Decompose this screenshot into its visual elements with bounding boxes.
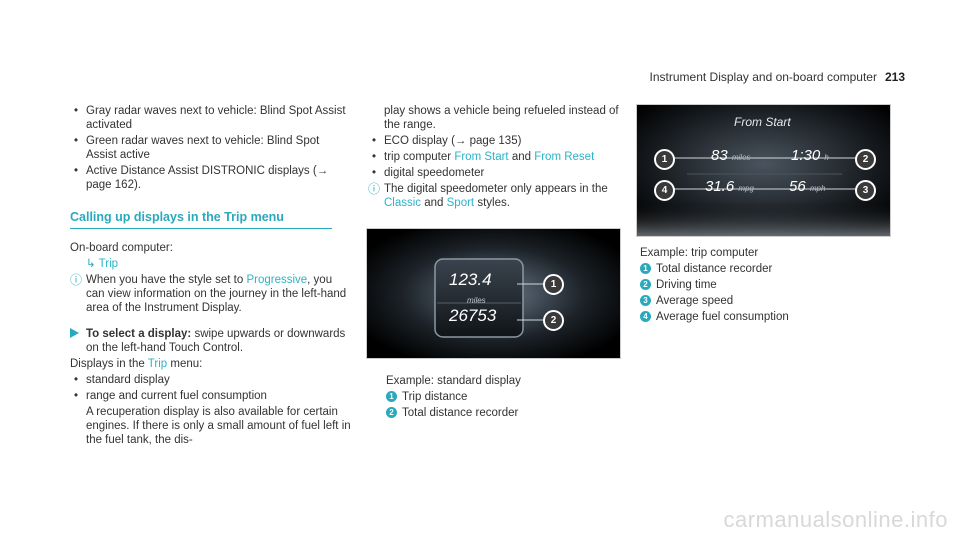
- callout-3: 3: [855, 180, 876, 201]
- legend-number: 3: [640, 295, 651, 306]
- sport-link[interactable]: Sport: [446, 197, 475, 209]
- legend-text: Average speed: [656, 295, 734, 307]
- menu-list: standard display range and current fuel …: [70, 373, 352, 403]
- fuel-number: 31.6: [705, 178, 735, 195]
- speed-number: 56: [789, 178, 806, 195]
- figure-2-caption: Example: trip computer 1 Total distance r…: [640, 246, 890, 324]
- note-text: When you have the style set to: [86, 274, 247, 286]
- trip-link[interactable]: Trip: [147, 358, 168, 370]
- legend-item: 4 Average fuel consumption: [640, 310, 890, 324]
- caption: Example: standard display: [386, 375, 521, 387]
- legend-text: Trip distance: [402, 391, 468, 403]
- text: menu:: [167, 358, 203, 370]
- callout-1: 1: [543, 274, 564, 295]
- page-header: Instrument Display and on-board computer…: [650, 70, 905, 84]
- step: To select a display: swipe upwards or do…: [70, 327, 352, 355]
- legend-text: Average fuel consumption: [656, 311, 789, 323]
- trip-computer-illustration: [637, 105, 890, 236]
- legend-item: 2 Driving time: [640, 278, 890, 292]
- list-item: Active Distance Assist DISTRONIC display…: [70, 164, 352, 192]
- time-unit: h: [824, 153, 829, 162]
- note-text: and: [421, 197, 447, 209]
- note-text: styles.: [474, 197, 510, 209]
- distance-unit: miles: [731, 153, 751, 162]
- step-title: To select a display:: [86, 328, 192, 340]
- legend-item: 1 Total distance recorder: [640, 262, 890, 276]
- figure-1-caption: Example: standard display 1 Trip distance…: [386, 374, 626, 420]
- trip-computer-figure: From Start 83 miles 1:30 h 31.6 mpg 56 m…: [636, 104, 891, 237]
- column-1: Gray radar waves next to vehicle: Blind …: [70, 104, 352, 447]
- classic-link[interactable]: Classic: [384, 197, 422, 209]
- text: Displays in the: [70, 358, 148, 370]
- legend-number: 2: [640, 279, 651, 290]
- text: and: [508, 151, 535, 163]
- menu-path: ↳ Trip: [70, 257, 352, 271]
- list-item: standard display: [70, 373, 352, 387]
- list-item: range and current fuel consumption: [70, 389, 352, 403]
- watermark: carmanualsonline.info: [723, 507, 948, 532]
- speed-value: 56 mph: [789, 178, 826, 196]
- legend-text: Total distance recorder: [402, 407, 519, 419]
- onboard-label: On-board computer:: [70, 242, 173, 254]
- legend-text: Driving time: [656, 279, 717, 291]
- legend-item: 2 Total distance recorder: [386, 406, 626, 420]
- info-icon: ⓘ: [368, 182, 381, 196]
- trip-link[interactable]: Trip: [98, 258, 119, 270]
- callout-4: 4: [654, 180, 675, 201]
- callout-2: 2: [855, 149, 876, 170]
- list-item: ECO display (→ page 135): [368, 134, 624, 148]
- standard-display-illustration: [367, 229, 620, 358]
- fuel-value: 31.6 mpg: [705, 178, 754, 196]
- displays-list: ECO display (→ page 135) trip computer F…: [368, 134, 624, 180]
- fuel-unit: mpg: [738, 184, 754, 193]
- from-start-link[interactable]: From Start: [454, 151, 509, 163]
- distance-number: 83: [711, 147, 728, 164]
- displays-label: Displays in the Trip menu:: [70, 357, 352, 371]
- note-text: , you can view information on the journe…: [86, 274, 347, 314]
- time-value: 1:30 h: [791, 147, 829, 165]
- speed-unit: mph: [809, 184, 826, 193]
- continued-text: play shows a vehicle being refueled inst…: [384, 105, 619, 131]
- note-text: The digital speedometer only appears in …: [384, 183, 608, 195]
- text: trip computer: [384, 151, 455, 163]
- list-item: digital speedometer: [368, 166, 624, 180]
- odometer-value: 26753: [449, 306, 497, 325]
- info-icon: ⓘ: [70, 273, 83, 287]
- caption: Example: trip computer: [640, 247, 759, 259]
- list-item: Gray radar waves next to vehicle: Blind …: [70, 104, 352, 132]
- radar-bullets: Gray radar waves next to vehicle: Blind …: [70, 104, 352, 192]
- page-number: 213: [884, 70, 905, 84]
- from-reset-link[interactable]: From Reset: [534, 151, 595, 163]
- arrow-right-icon: ↳: [86, 258, 96, 270]
- progressive-link[interactable]: Progressive: [246, 274, 308, 286]
- distance-value: 83 miles: [711, 147, 751, 165]
- trip-distance-value: 123.4: [449, 270, 492, 289]
- step-arrow-icon: [70, 328, 79, 338]
- distance-unit: miles: [467, 296, 486, 305]
- legend-number: 1: [386, 391, 397, 402]
- recuperation-text: A recuperation display is also available…: [86, 406, 351, 446]
- standard-display-figure: 123.4 miles 26753 1 2: [366, 228, 621, 359]
- legend-number: 1: [640, 263, 651, 274]
- step-text: swipe upwards or downwards on the left-h…: [86, 328, 346, 354]
- column-2: play shows a vehicle being refueled inst…: [368, 104, 624, 210]
- legend-text: Total distance recorder: [656, 263, 773, 275]
- note: ⓘ When you have the style set to Progres…: [70, 273, 352, 315]
- list-item: trip computer From Start and From Reset: [368, 150, 624, 164]
- trip-title: From Start: [734, 115, 791, 129]
- legend-item: 1 Trip distance: [386, 390, 626, 404]
- section-title: Calling up displays in the Trip menu: [70, 210, 332, 229]
- note: ⓘ The digital speedometer only appears i…: [368, 182, 624, 210]
- chapter-title: Instrument Display and on-board computer: [649, 70, 877, 84]
- legend-item: 3 Average speed: [640, 294, 890, 308]
- list-item: Green radar waves next to vehicle: Blind…: [70, 134, 352, 162]
- legend-number: 4: [640, 311, 651, 322]
- legend-number: 2: [386, 407, 397, 418]
- callout-1: 1: [654, 149, 675, 170]
- callout-2: 2: [543, 310, 564, 331]
- time-number: 1:30: [791, 147, 821, 164]
